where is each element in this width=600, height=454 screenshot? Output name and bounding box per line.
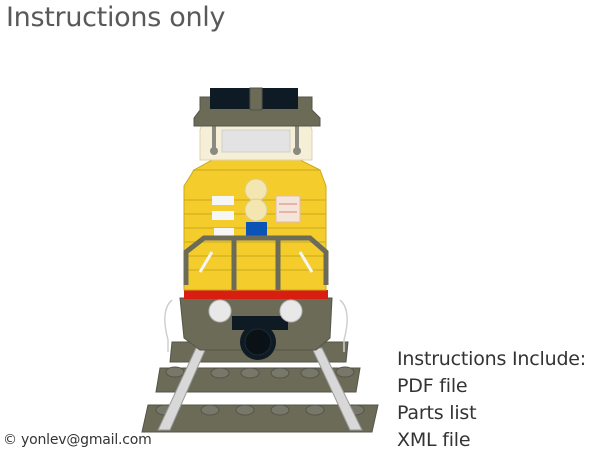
headlight-right	[279, 299, 303, 323]
headlight-left	[208, 299, 232, 323]
roof-window-right	[262, 88, 298, 109]
include-item-xml: XML file	[397, 429, 471, 451]
include-item-parts-list: Parts list	[397, 402, 477, 424]
roof-window-left	[210, 88, 250, 109]
lower-light	[244, 198, 268, 222]
red-stripe	[184, 290, 328, 299]
blue-tile	[246, 222, 267, 236]
includes-heading: Instructions Include:	[397, 348, 586, 370]
page-title: Instructions only	[6, 2, 226, 33]
handrail	[183, 235, 329, 290]
upper-light	[244, 178, 268, 202]
includes-list: Instructions Include: PDF file Parts lis…	[397, 346, 586, 454]
copyright-text: © yonlev@gmail.com	[3, 432, 152, 448]
include-item-pdf: PDF file	[397, 375, 468, 397]
